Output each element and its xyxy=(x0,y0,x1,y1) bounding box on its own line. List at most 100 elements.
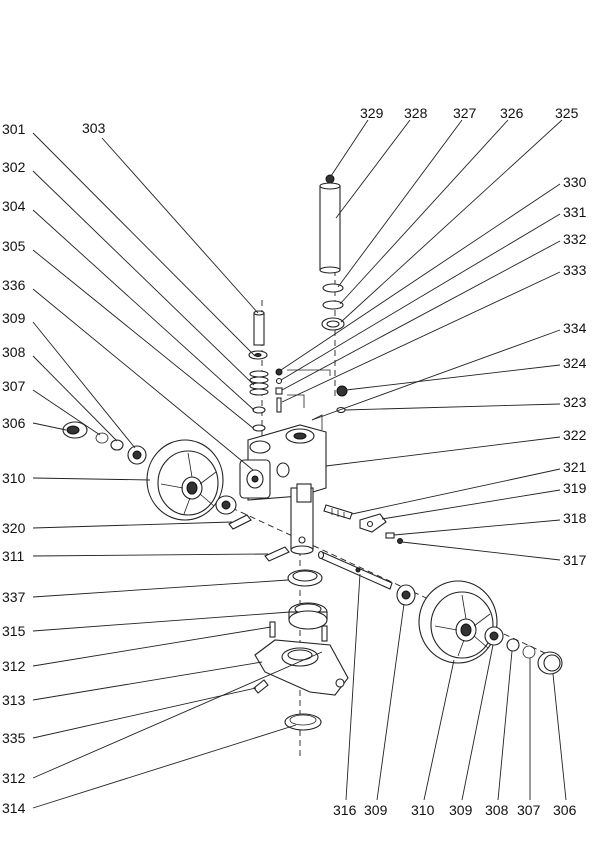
leader-308b xyxy=(497,650,513,801)
leader-322 xyxy=(325,436,561,467)
leader-325 xyxy=(340,119,563,323)
callout-337: 337 xyxy=(2,589,26,605)
leader-lines xyxy=(32,119,567,809)
callout-312a: 312 xyxy=(2,658,26,674)
leader-321 xyxy=(351,468,561,515)
leader-313 xyxy=(32,661,263,701)
part-pin-320 xyxy=(228,514,252,530)
leader-336 xyxy=(32,288,254,471)
callout-309a: 309 xyxy=(2,310,26,326)
leader-312a xyxy=(32,626,272,667)
leader-314 xyxy=(32,724,297,809)
leader-337 xyxy=(32,579,289,598)
callout-336: 336 xyxy=(2,277,26,293)
part-cap-306-right xyxy=(537,651,563,675)
leader-326 xyxy=(339,119,509,305)
callout-301: 301 xyxy=(2,121,26,137)
callout-325: 325 xyxy=(555,105,579,121)
callout-308a: 308 xyxy=(2,344,26,360)
leader-317 xyxy=(401,541,561,561)
callout-318: 318 xyxy=(563,510,587,526)
callout-307a: 307 xyxy=(2,378,26,394)
callout-319: 319 xyxy=(563,480,587,496)
callout-313: 313 xyxy=(2,692,26,708)
part-pin-303 xyxy=(253,310,265,346)
part-release-rod-321 xyxy=(323,504,353,520)
leader-315 xyxy=(32,611,291,632)
callout-330: 330 xyxy=(563,174,587,190)
leader-307a xyxy=(32,389,101,436)
part-seals-327-326-325 xyxy=(321,283,345,331)
leader-306a xyxy=(32,422,67,431)
part-bearing-309-left-inner xyxy=(215,495,237,515)
callout-306b: 306 xyxy=(553,802,577,818)
part-bearing-309-right-outer xyxy=(484,626,504,646)
callout-307b: 307 xyxy=(517,802,541,818)
callout-327: 327 xyxy=(453,105,477,121)
leader-333 xyxy=(281,271,561,403)
leader-318 xyxy=(393,519,561,536)
leader-310a xyxy=(32,477,151,481)
leader-329 xyxy=(330,119,369,177)
leader-320 xyxy=(32,521,233,529)
part-wheel-310-right xyxy=(418,580,498,664)
part-ring-337 xyxy=(287,569,323,587)
callout-310a: 310 xyxy=(2,470,26,486)
part-axle-316 xyxy=(317,550,393,590)
callout-312b: 312 xyxy=(2,770,26,786)
leader-310b xyxy=(423,659,455,801)
part-retaining-ring-314 xyxy=(284,713,322,731)
callout-324: 324 xyxy=(563,355,587,371)
leader-328 xyxy=(335,119,411,219)
callout-310b: 310 xyxy=(411,802,435,818)
leader-323 xyxy=(344,403,561,411)
part-ball-329 xyxy=(325,174,335,184)
part-wheel-310-left xyxy=(146,439,224,521)
leader-319 xyxy=(381,489,561,520)
part-column xyxy=(290,483,314,555)
part-screw-318-317 xyxy=(385,532,403,544)
callout-305: 305 xyxy=(2,238,26,254)
callout-303: 303 xyxy=(82,120,106,136)
callout-335: 335 xyxy=(2,730,26,746)
part-grease-nipple-335 xyxy=(253,679,269,694)
part-washer-301 xyxy=(248,350,268,360)
callout-328: 328 xyxy=(404,105,428,121)
leader-324 xyxy=(345,364,561,391)
leader-311 xyxy=(32,553,269,557)
part-plug-324 xyxy=(336,385,348,397)
callout-308b: 308 xyxy=(485,802,509,818)
callout-331: 331 xyxy=(563,204,587,220)
part-pump-body-322 xyxy=(239,424,327,501)
callout-311: 311 xyxy=(2,548,25,564)
leader-331 xyxy=(280,213,561,381)
part-bearing-309-right xyxy=(396,584,416,606)
callout-309b: 309 xyxy=(364,802,388,818)
leader-332 xyxy=(281,240,561,391)
leader-316 xyxy=(345,573,361,801)
leader-302 xyxy=(32,170,255,386)
callout-326: 326 xyxy=(500,105,524,121)
part-plunger-328 xyxy=(319,182,341,274)
callout-333: 333 xyxy=(563,262,587,278)
callout-323: 323 xyxy=(563,394,587,410)
callout-329: 329 xyxy=(360,105,384,121)
leader-301 xyxy=(32,132,256,357)
leader-334 xyxy=(311,329,561,421)
callout-322: 322 xyxy=(563,427,587,443)
part-spring-302 xyxy=(249,370,269,396)
leader-309b xyxy=(376,603,405,801)
part-bearing-315 xyxy=(288,602,328,630)
part-valve-330-333 xyxy=(275,368,331,413)
part-circlip-307-left xyxy=(95,432,109,444)
leader-327 xyxy=(337,119,463,288)
callout-labels: 301 303 302 304 305 336 309 308 307 306 … xyxy=(2,105,587,818)
part-oring-305 xyxy=(252,424,266,432)
callout-306a: 306 xyxy=(2,415,26,431)
part-washer-308-left xyxy=(110,439,124,451)
callout-317: 317 xyxy=(563,552,587,568)
callout-302: 302 xyxy=(2,159,26,175)
leader-312b xyxy=(32,651,323,779)
part-pin-311 xyxy=(264,546,290,562)
